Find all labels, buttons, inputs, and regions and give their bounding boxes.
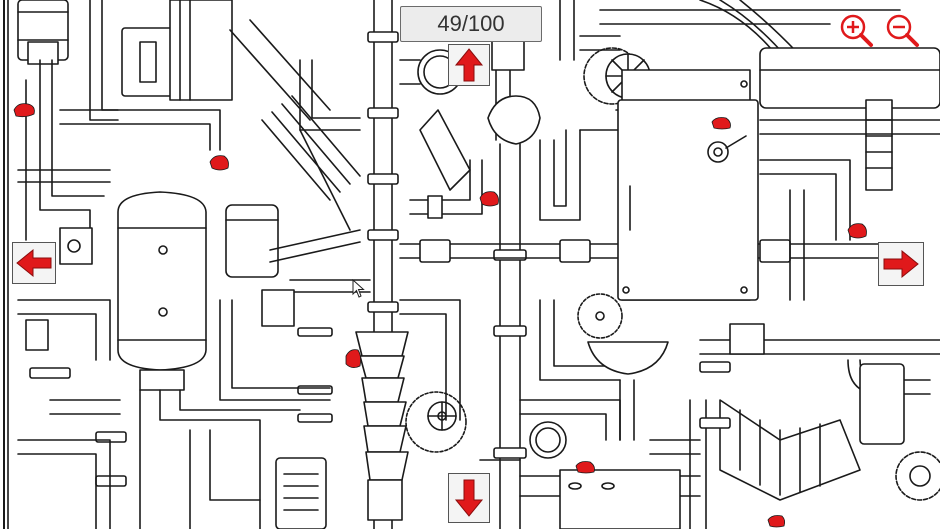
hidden-mouse [13, 103, 35, 118]
left-tank [117, 191, 279, 391]
magnifier-minus-icon [886, 14, 919, 47]
hidden-mouse [847, 223, 867, 239]
middle-horizontal-pipes [399, 129, 881, 441]
arrow-left-icon [16, 248, 52, 278]
hidden-mouse [711, 117, 731, 130]
right-machinery [599, 0, 940, 529]
left-side-valve [25, 227, 93, 351]
left-pipe-bundle [17, 0, 221, 361]
hidden-mouse [209, 155, 229, 171]
stacked-funnel [355, 331, 409, 521]
magnifier-plus-icon [840, 14, 873, 47]
scroll-left-button[interactable] [12, 242, 56, 284]
left-edge-hatch [0, 0, 9, 529]
hidden-mice[interactable] [13, 103, 867, 528]
hidden-mouse [345, 349, 362, 368]
top-left-boiler [17, 0, 233, 101]
hidden-mouse [479, 191, 499, 207]
hidden-mouse [767, 515, 786, 528]
zoom-in-button[interactable] [838, 12, 874, 48]
arrow-up-icon [454, 48, 484, 82]
arrow-down-icon [454, 479, 484, 517]
top-center-gauge [399, 9, 541, 529]
gear-middle [577, 293, 669, 441]
mouse-cursor-icon [352, 279, 365, 298]
scroll-up-button[interactable] [448, 44, 490, 86]
zoom-out-button[interactable] [884, 12, 920, 48]
arrow-right-icon [883, 249, 919, 279]
gear-left [405, 391, 467, 453]
hidden-mouse [575, 461, 595, 474]
scroll-down-button[interactable] [448, 473, 490, 523]
diagonal-pipe-bundle [219, 19, 371, 423]
lower-left-pipes [17, 367, 327, 529]
bottom-center-gauge [479, 421, 701, 529]
scroll-right-button[interactable] [878, 242, 924, 286]
found-counter: 49/100 [400, 6, 542, 42]
